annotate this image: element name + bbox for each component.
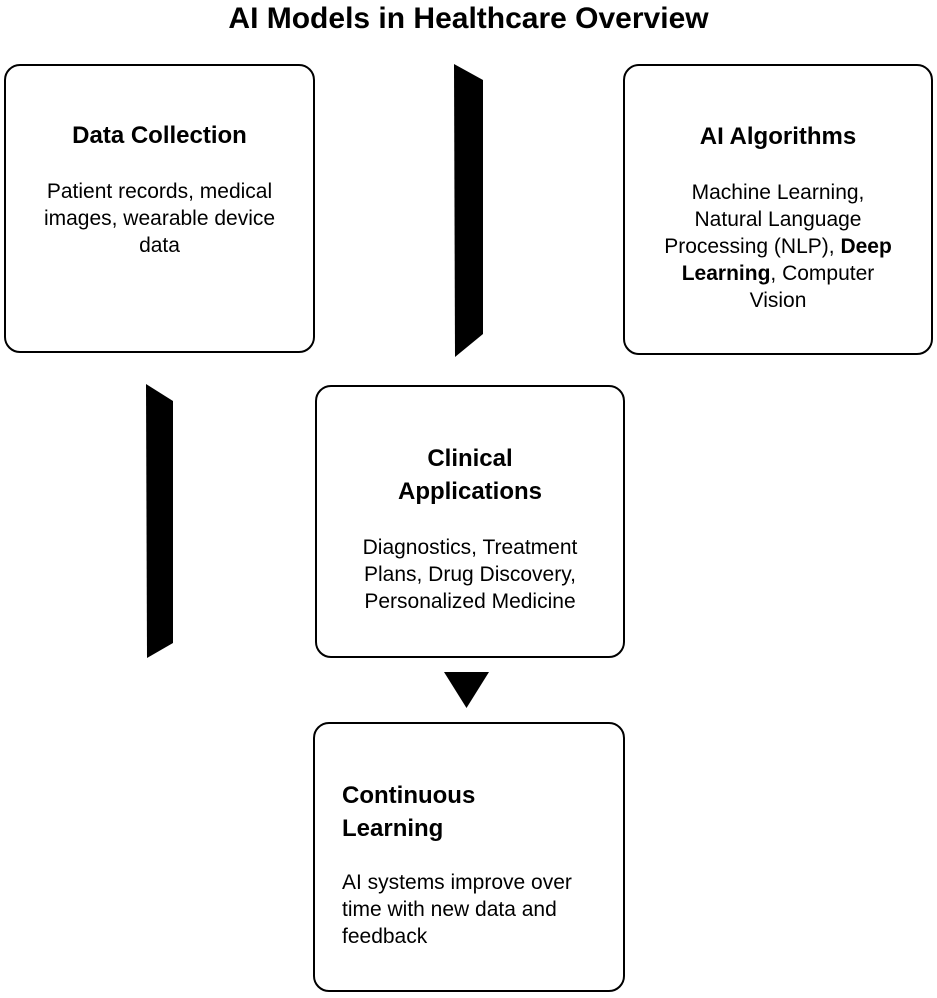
node-clinical-applications-body: Diagnostics, Treatment Plans, Drug Disco…: [362, 536, 578, 613]
node-ai-algorithms-body-post: , Computer Vision: [749, 262, 875, 312]
node-clinical-applications-heading: Clinical Applications: [397, 445, 542, 505]
node-ai-algorithms-body-pre: Machine Learning, Natural Language Proce…: [664, 181, 865, 258]
node-data-collection-body: Patient records, medical images, wearabl…: [43, 180, 276, 257]
node-data-collection-heading: Data Collection: [72, 122, 247, 149]
node-ai-algorithms: AI Algorithms Machine Learning, Natural …: [623, 64, 933, 355]
node-ai-algorithms-body: Machine Learning, Natural Language Proce…: [658, 179, 898, 314]
diagram-title: AI Models in Healthcare Overview: [228, 2, 709, 35]
node-continuous-learning-body: AI systems improve over time with new da…: [342, 871, 572, 948]
node-continuous-learning: Continuous Learning AI systems improve o…: [313, 722, 625, 992]
connector-stroke-center-icon: [454, 64, 483, 357]
arrowhead-down-icon: [444, 672, 489, 708]
node-ai-algorithms-heading: AI Algorithms: [699, 123, 857, 150]
node-ai-algorithms-body-bold: Deep Learning: [681, 235, 892, 285]
node-data-collection: Data Collection Patient records, medical…: [4, 64, 315, 353]
node-clinical-applications: Clinical Applications Diagnostics, Treat…: [315, 385, 625, 658]
node-continuous-learning-heading: Continuous Learning: [342, 782, 476, 842]
connector-stroke-left-icon: [146, 384, 173, 658]
